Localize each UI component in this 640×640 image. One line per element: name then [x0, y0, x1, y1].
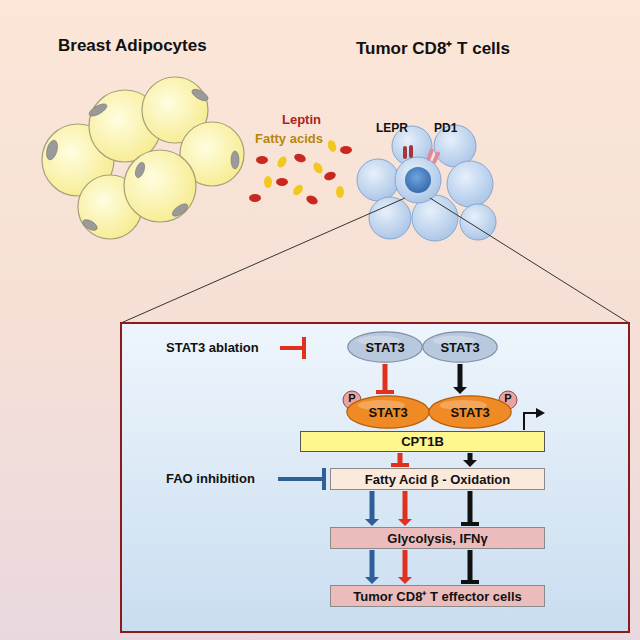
- arrow-head: [463, 460, 477, 467]
- activation-arrow: [458, 364, 463, 387]
- inhibition-connector: [383, 364, 388, 393]
- adipocyte-cluster: [42, 77, 244, 239]
- adipocyte-nuclei: [45, 87, 239, 232]
- t-cell-core: [405, 167, 431, 193]
- node-text: STAT3: [440, 340, 479, 355]
- connector-group: [391, 453, 409, 466]
- ablation-inhibitor: [280, 337, 304, 359]
- fao-inhibitor: [278, 468, 324, 490]
- activation-arrow: [403, 550, 408, 577]
- connector-group: [376, 364, 394, 393]
- stat3-monomer: STAT3: [347, 331, 423, 363]
- pd1-receptor: [426, 148, 441, 165]
- inhibition-bar: [391, 463, 409, 467]
- pstat3-dimer: STAT3: [428, 395, 512, 429]
- connector-group: [463, 453, 477, 467]
- molecule-label: Fatty acids: [255, 131, 323, 146]
- inhibition-connector: [468, 550, 473, 583]
- node-text: CPT1B: [401, 434, 444, 449]
- process-box: Glycolysis, IFNγ: [330, 527, 545, 549]
- zoom-line: [430, 198, 629, 323]
- receptor-label: LEPR: [376, 121, 408, 135]
- inhibition-connector: [468, 491, 473, 525]
- pstat3-dimer: STAT3: [346, 395, 430, 429]
- connector-group: [461, 550, 479, 583]
- connector-group: [461, 491, 479, 525]
- leptin-molecules: [249, 146, 352, 206]
- inhibition-bar: [376, 390, 394, 394]
- connector-group: [398, 491, 412, 526]
- node-text: Fatty Acid β - Oxidation: [365, 472, 510, 487]
- molecule-label: Leptin: [282, 112, 321, 127]
- stat3-monomer: STAT3: [422, 331, 498, 363]
- central-t-cell: [395, 157, 441, 203]
- receptor-label: PD1: [434, 121, 457, 135]
- node-text: STAT3: [365, 340, 404, 355]
- transcription-arrow: [524, 408, 545, 430]
- zoom-line: [121, 198, 405, 323]
- activation-arrow: [468, 453, 473, 460]
- connector-group: [365, 550, 379, 584]
- node-text: STAT3: [450, 405, 489, 420]
- group-title: Breast Adipocytes: [58, 36, 207, 56]
- connector-group: [398, 550, 412, 584]
- inhibition-bar: [461, 522, 479, 526]
- node-text: Tumor CD8⁺ T effector cells: [353, 587, 521, 605]
- inhibition-bar: [461, 580, 479, 584]
- intervention-label: FAO inhibition: [166, 471, 255, 486]
- intervention-label: STAT3 ablation: [166, 340, 259, 355]
- group-title: Tumor CD8⁺ T cells: [356, 36, 510, 59]
- activation-arrow: [403, 491, 408, 519]
- gene-box: CPT1B: [300, 431, 545, 452]
- process-box: Tumor CD8⁺ T effector cells: [330, 585, 545, 607]
- connector-group: [453, 364, 467, 394]
- connector-group: [365, 491, 379, 526]
- arrow-head: [453, 387, 467, 394]
- lepr-receptor: [403, 145, 413, 159]
- arrow-head: [365, 519, 379, 526]
- node-text: STAT3: [368, 405, 407, 420]
- fatty-acid-molecules: [264, 139, 344, 198]
- process-box: Fatty Acid β - Oxidation: [330, 468, 545, 490]
- t-cell-cluster: [357, 125, 496, 241]
- activation-arrow: [370, 550, 375, 577]
- inset-panel: [121, 323, 629, 632]
- arrow-head: [365, 577, 379, 584]
- activation-arrow: [370, 491, 375, 519]
- arrow-head: [398, 577, 412, 584]
- node-text: Glycolysis, IFNγ: [387, 531, 487, 546]
- arrow-head: [398, 519, 412, 526]
